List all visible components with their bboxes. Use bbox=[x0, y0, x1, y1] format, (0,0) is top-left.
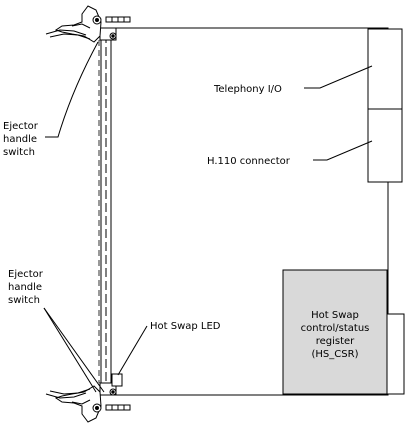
ejector-bottom-label-line1: Ejector bbox=[8, 269, 44, 280]
ejector-top-leader bbox=[45, 41, 99, 138]
hot-swap-led-label: Hot Swap LED bbox=[150, 321, 221, 332]
h110-connector-leader bbox=[313, 140, 373, 161]
hs-csr-register bbox=[282, 269, 388, 395]
board-outline bbox=[101, 27, 389, 396]
telephony-io-block bbox=[367, 28, 403, 110]
h110-connector-block bbox=[367, 108, 403, 183]
front-panel bbox=[98, 27, 117, 396]
ejector-bottom-label-line3: switch bbox=[8, 295, 40, 306]
h110-connector-label: H.110 connector bbox=[207, 156, 291, 167]
ejector-top-label-line3: switch bbox=[3, 147, 35, 158]
bottom-ejector-handle bbox=[45, 385, 131, 423]
telephony-io-label: Telephony I/O bbox=[213, 84, 282, 95]
lower-connector-block bbox=[385, 313, 405, 395]
ejector-top-label-line1: Ejector bbox=[3, 121, 39, 132]
hot-swap-led-leader bbox=[117, 325, 148, 376]
hs-csr-label-line3: register bbox=[316, 336, 355, 347]
top-ejector-handle bbox=[45, 5, 131, 43]
hot-swap-led bbox=[111, 373, 123, 387]
ejector-bottom-leader-a bbox=[43, 307, 97, 393]
hs-csr-label-line1: Hot Swap bbox=[311, 310, 359, 321]
ejector-bottom-leader-b bbox=[43, 307, 105, 393]
ejector-top-label-line2: handle bbox=[3, 134, 37, 145]
telephony-io-leader bbox=[304, 65, 373, 89]
hs-csr-label-line2: control/status bbox=[301, 323, 370, 334]
hs-csr-label-line4: (HS_CSR) bbox=[312, 349, 359, 360]
ejector-bottom-label-line2: handle bbox=[8, 282, 42, 293]
